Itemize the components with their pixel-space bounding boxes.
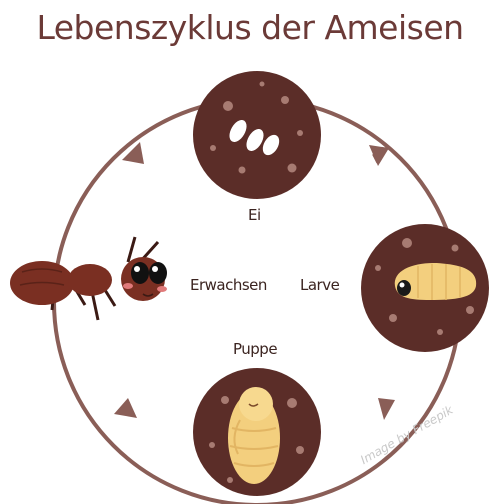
larva-stage <box>361 224 489 352</box>
egg-label: Ei <box>248 206 261 224</box>
egg-stage <box>193 71 321 199</box>
pupa-label: Puppe <box>233 340 277 358</box>
cycle-arrow <box>114 398 137 418</box>
adult-label: Erwachsen <box>190 276 267 294</box>
larva-label: Larve <box>300 276 339 294</box>
cycle-arrow <box>369 145 389 166</box>
pupa-stage <box>193 368 321 496</box>
cycle-arrow <box>378 398 395 420</box>
larva <box>395 263 476 300</box>
adult-ant <box>10 237 167 320</box>
